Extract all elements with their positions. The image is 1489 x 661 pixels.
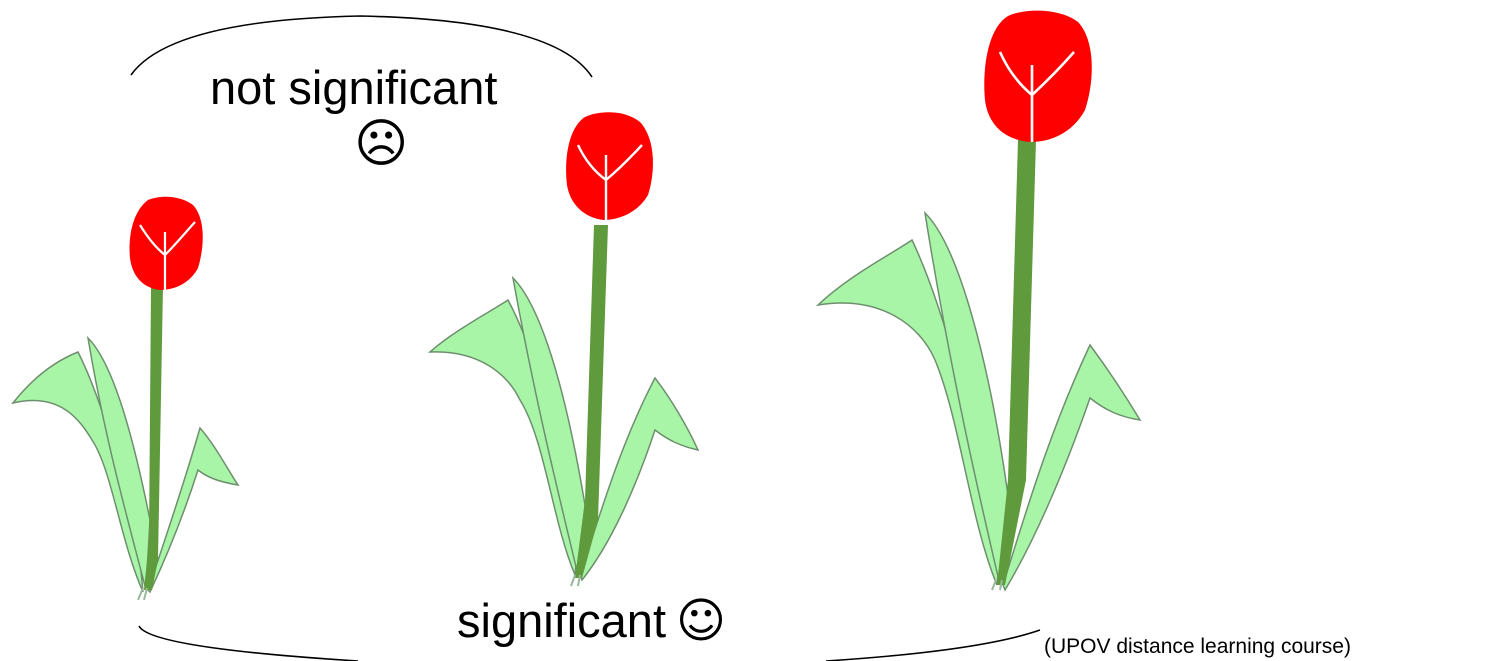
smiling-face-icon: ☺ [676,593,726,649]
tulip-medium [430,112,698,586]
stem-base [138,588,147,600]
not-significant-label: not significant [210,64,497,111]
flower [984,11,1092,142]
leaf [925,213,1010,585]
leaf [88,338,150,590]
flower [130,197,203,290]
bracket-significant-left [139,626,358,661]
bracket-significant-right [826,630,1040,661]
flower [566,112,653,220]
tulip-short [13,197,238,600]
significant-label: significant [457,594,666,647]
tulip-tall [818,11,1140,590]
frowning-face-icon: ☹ [354,118,408,170]
source-credit: (UPOV distance learning course) [1044,636,1351,657]
leaf [513,278,585,575]
significant-label-group: significant☺ [457,597,726,645]
leaf [148,428,238,592]
